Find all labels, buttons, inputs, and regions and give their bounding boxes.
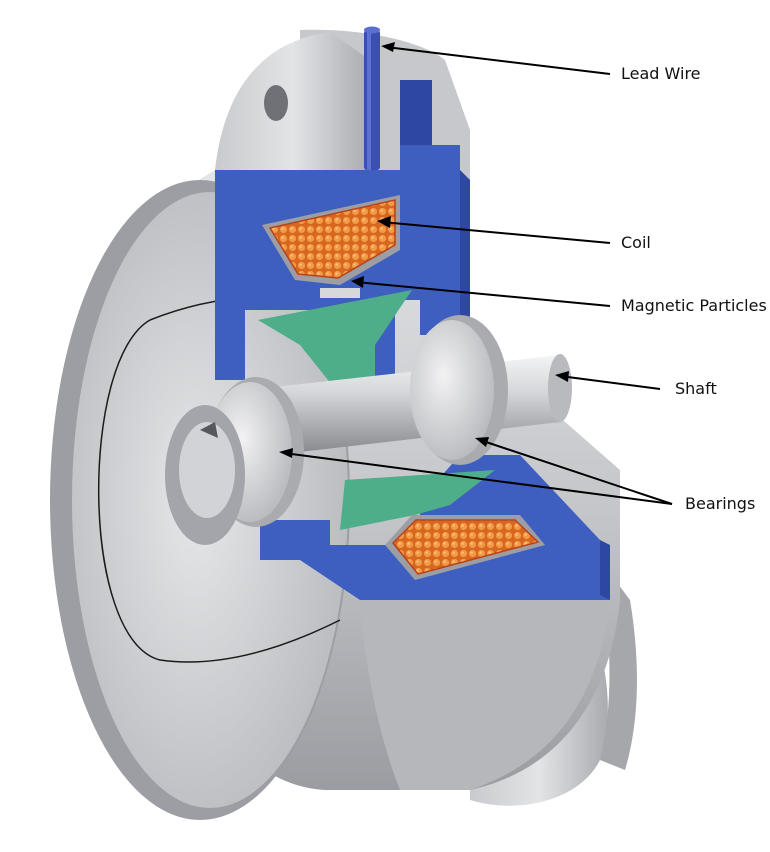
label-lead-wire: Lead Wire — [621, 64, 701, 83]
magnetic-particle-gap — [320, 288, 360, 298]
label-magnetic-particles: Magnetic Particles — [621, 296, 767, 315]
leader-bearings-left — [283, 452, 673, 505]
bearing-right — [410, 315, 508, 465]
coil-lower — [385, 515, 545, 580]
leader-lines — [283, 46, 673, 505]
face-groove-line — [98, 319, 341, 663]
label-coil: Coil — [621, 233, 651, 252]
arrowheads — [279, 42, 569, 458]
label-shaft: Shaft — [675, 379, 717, 398]
leader-shaft — [559, 375, 661, 390]
leader-bearings-right — [479, 439, 673, 505]
leader-magnetic-particles — [355, 281, 611, 307]
flange-bolt-hole-top — [264, 85, 288, 121]
rotor — [258, 290, 495, 530]
leader-coil — [381, 221, 611, 244]
coil-upper — [262, 195, 400, 285]
lead-wire — [364, 26, 380, 170]
leader-lead-wire — [385, 46, 611, 75]
label-bearings: Bearings — [685, 494, 756, 513]
shaft-end — [165, 405, 245, 545]
